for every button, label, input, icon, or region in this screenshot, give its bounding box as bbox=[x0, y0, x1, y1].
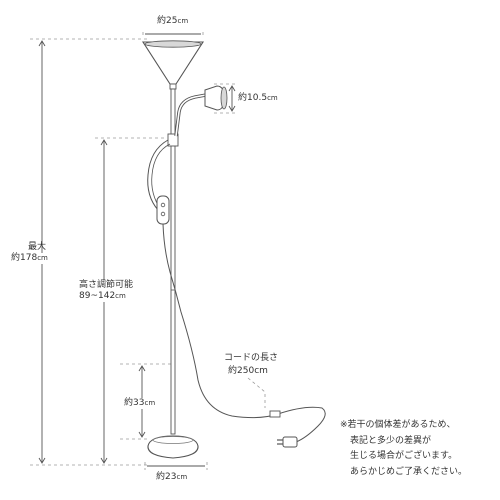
reading-light-arrow-bottom bbox=[228, 105, 236, 112]
adjustable-value: 89~142 bbox=[79, 291, 116, 301]
power-plug bbox=[277, 436, 298, 448]
max-height-heading: 最大 bbox=[28, 242, 47, 252]
base-width-prefix: 約 bbox=[156, 472, 166, 482]
cord-length-heading: コードの長さ bbox=[224, 353, 279, 363]
adjustable-label: 89~142cm bbox=[78, 291, 127, 302]
switch-height-prefix: 約 bbox=[124, 398, 134, 408]
cord-length-unit: cm bbox=[254, 366, 268, 376]
reading-light-arrow-top bbox=[228, 85, 236, 92]
shade-neck bbox=[169, 83, 177, 90]
switch-button-off bbox=[160, 211, 166, 217]
lamp-pole bbox=[170, 88, 176, 435]
reading-light-lens bbox=[220, 86, 228, 110]
power-cord-end bbox=[277, 406, 326, 443]
gooseneck-arm bbox=[174, 93, 207, 137]
adjustable-arrow-bottom bbox=[100, 457, 108, 464]
max-height-label: 約178cm bbox=[10, 253, 49, 264]
max-height-arrow-bottom bbox=[38, 457, 46, 464]
adjustable-arrow-top bbox=[100, 139, 108, 146]
floor-lamp bbox=[141, 40, 326, 459]
top-width-value: 25 bbox=[166, 16, 178, 26]
cord-length-label: 約250cm bbox=[228, 366, 268, 377]
switch-arrow-bottom bbox=[138, 431, 146, 438]
base-width-unit: cm bbox=[176, 473, 188, 481]
max-height-prefix: 約 bbox=[11, 253, 21, 263]
cord-clip bbox=[269, 410, 281, 418]
reading-light-value: 10.5 bbox=[247, 93, 268, 103]
reading-light-prefix: 約 bbox=[238, 93, 248, 103]
switch-height-label: 約33cm bbox=[123, 398, 157, 409]
base-width-value: 23 bbox=[165, 472, 177, 482]
power-cord bbox=[162, 223, 279, 419]
top-width-prefix: 約 bbox=[157, 16, 167, 26]
disclaimer-line-4: あらかじめご了承ください。 bbox=[350, 466, 468, 477]
guide-lines bbox=[30, 32, 266, 470]
max-height-value: 178 bbox=[20, 253, 38, 263]
lamp-base bbox=[147, 435, 199, 459]
switch-arrow-top bbox=[138, 365, 146, 372]
disclaimer-line-3: 生じる場合がございます。 bbox=[350, 451, 458, 461]
adjustable-heading: 高さ調節可能 bbox=[78, 280, 135, 291]
switch-height-value: 33 bbox=[133, 398, 145, 408]
cord-length-value: 250 bbox=[237, 366, 255, 376]
switch-cord-upper bbox=[147, 139, 169, 211]
cord-leader-line bbox=[247, 377, 266, 408]
inline-switch bbox=[156, 195, 170, 225]
switch-height-unit: cm bbox=[144, 399, 156, 407]
uplight-shade bbox=[141, 41, 205, 85]
disclaimer-line-2: 表記と多少の差異が bbox=[350, 435, 432, 446]
max-height-unit: cm bbox=[37, 254, 48, 262]
base-width-label: 約23cm bbox=[156, 472, 187, 483]
cord-length-prefix: 約 bbox=[228, 366, 238, 376]
disclaimer-note: ※若干の個体差があるため、 表記と多少の差異が 生じる場合がございます。 あらか… bbox=[340, 418, 467, 480]
plug-body bbox=[282, 436, 298, 448]
base-top-rim bbox=[152, 436, 194, 444]
adjustable-unit: cm bbox=[115, 292, 126, 300]
max-height-arrow-top bbox=[38, 40, 46, 47]
gooseneck-arm-inner bbox=[175, 94, 207, 137]
top-width-unit: cm bbox=[177, 17, 189, 25]
uplight-shade-opening bbox=[144, 40, 202, 48]
switch-button-on bbox=[160, 202, 166, 208]
top-width-label: 約25cm bbox=[157, 16, 188, 27]
reading-light-label: 約10.5cm bbox=[238, 93, 278, 104]
switch-cord-upper-2 bbox=[151, 143, 171, 211]
reading-light-unit: cm bbox=[267, 94, 278, 102]
disclaimer-line-1: ※若干の個体差があるため、 bbox=[340, 420, 456, 430]
